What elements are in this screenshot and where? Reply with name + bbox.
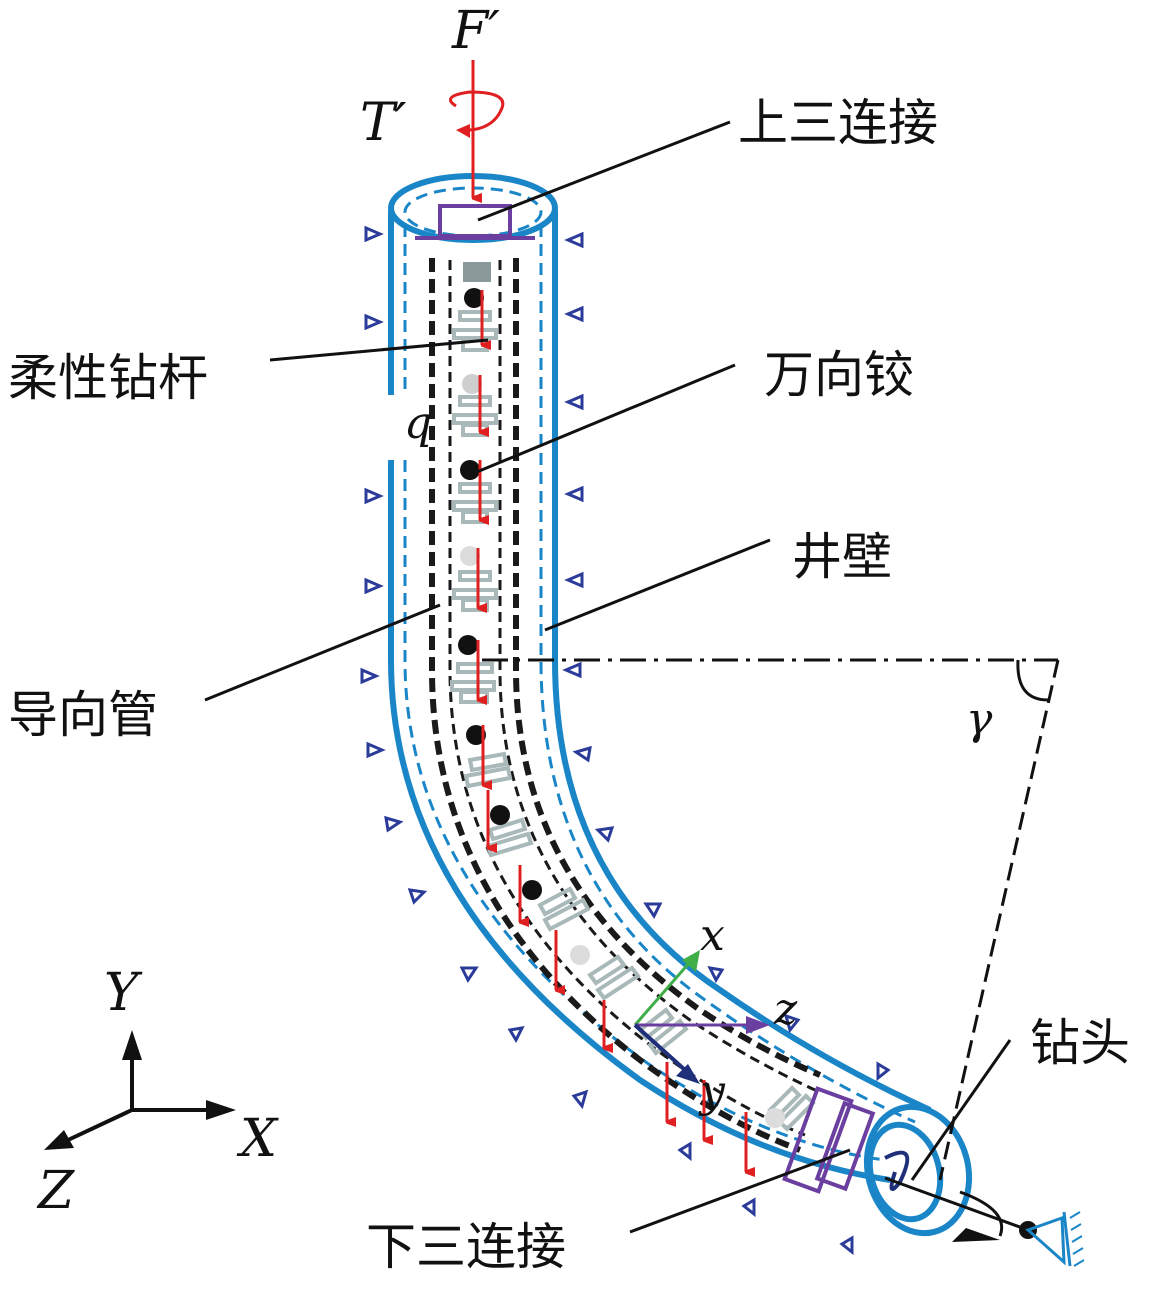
torque-label: T′ bbox=[360, 93, 407, 153]
global-x-label: X bbox=[236, 1109, 279, 1169]
flexible-drill-rod bbox=[450, 262, 816, 1132]
global-axes bbox=[44, 1030, 236, 1150]
global-z-label: Z bbox=[36, 1161, 75, 1221]
drill-bit bbox=[884, 1150, 1029, 1242]
local-y-label: y bbox=[698, 1066, 726, 1117]
lower-connection-label: 下三连接 bbox=[366, 1218, 566, 1276]
lower-connector bbox=[782, 1086, 876, 1194]
universal-joint-label: 万向铰 bbox=[764, 346, 914, 404]
angle-construction bbox=[482, 658, 1060, 1181]
force-label: F′ bbox=[451, 1, 500, 61]
drill-bit-label: 钻头 bbox=[1030, 1014, 1130, 1072]
local-axes bbox=[633, 950, 770, 1084]
distributed-load-arrows bbox=[471, 60, 746, 1172]
borehole-wall-label: 井壁 bbox=[792, 528, 892, 586]
guide-tube-label: 导向管 bbox=[8, 686, 158, 744]
pin-support-icon bbox=[1019, 1211, 1085, 1267]
local-x-label: x bbox=[700, 910, 725, 961]
curved-arrow-icon bbox=[448, 90, 505, 138]
local-z-label: z bbox=[773, 984, 798, 1035]
gamma-label: γ bbox=[966, 694, 993, 745]
ball-joint bbox=[464, 288, 484, 308]
upper-connection-label: 上三连接 bbox=[738, 94, 938, 152]
universal-joint-ball bbox=[460, 460, 480, 480]
global-y-label: Y bbox=[104, 963, 143, 1023]
upper-connector bbox=[415, 204, 535, 240]
leader-lines bbox=[204, 120, 1012, 1234]
wall-marks bbox=[360, 225, 891, 1256]
flexible-drill-rod-label: 柔性钻杆 bbox=[8, 349, 208, 407]
distributed-load-label: q bbox=[404, 398, 432, 449]
